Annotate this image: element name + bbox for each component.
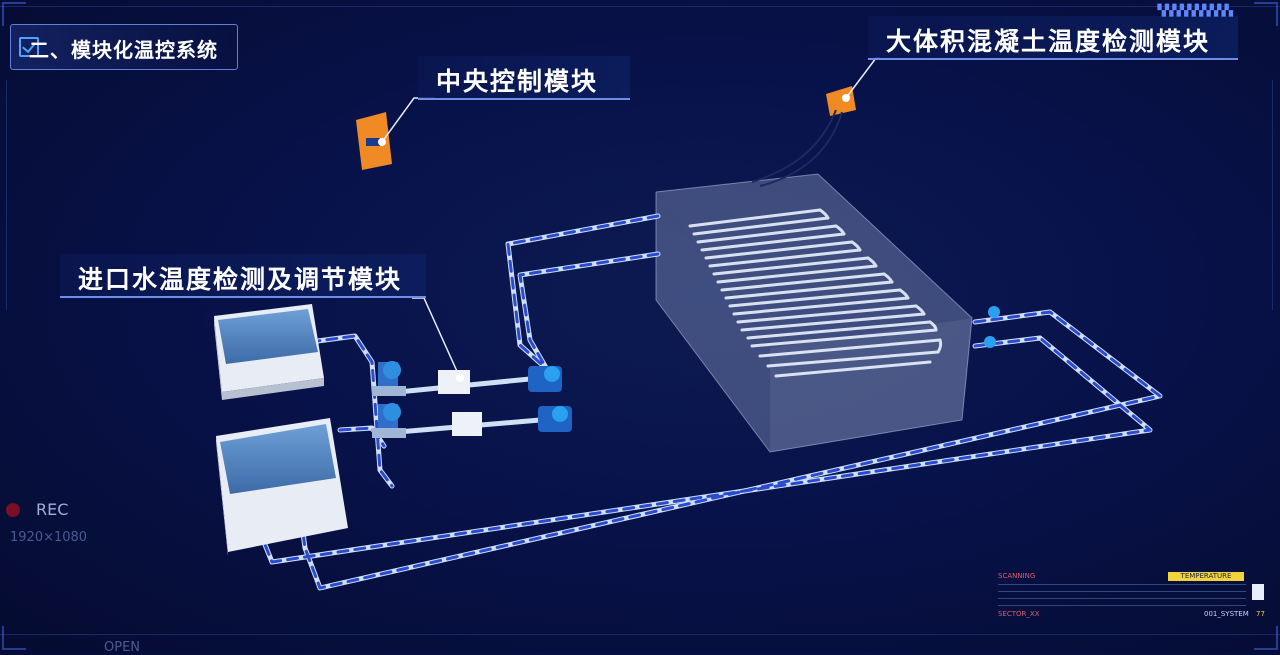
hud-bottom-line	[0, 634, 1280, 635]
hud-corner-br	[1254, 626, 1278, 650]
open-label: OPEN	[104, 640, 141, 655]
hud-top-line	[0, 6, 1280, 7]
central-control-box	[356, 112, 392, 170]
system-number: 77	[1256, 610, 1265, 618]
record-dot-icon	[6, 503, 20, 517]
section-title-box: 二、模块化温控系统	[10, 24, 238, 70]
cooling-coil	[688, 208, 943, 378]
label-concrete-detection-text: 大体积混凝土温度检测模块	[886, 27, 1211, 56]
pipe-network	[245, 213, 1163, 591]
concrete-sensor-box	[751, 86, 856, 187]
rec-resolution: 1920×1080	[10, 530, 88, 545]
sector-label: SECTOR_XX	[998, 610, 1040, 618]
label-inlet-water-text: 进口水温度检测及调节模块	[78, 265, 403, 294]
panel-divider	[998, 605, 1246, 606]
equipment-group	[372, 361, 572, 438]
stripe-deco: ▚▚▚▚▚▚▚▚▚▚	[1157, 4, 1233, 17]
label-concrete-detection: ▚▚▚▚▚▚▚▚▚▚ 大体积混凝土温度检测模块	[868, 4, 1238, 60]
hud-corner-tl	[2, 2, 26, 26]
panel-divider	[998, 598, 1246, 599]
label-central-control: 中央控制模块	[418, 56, 630, 100]
status-panel: SCANNING TEMPERATURE SECTOR_XX 001_SYSTE…	[996, 572, 1272, 628]
water-tank-lower	[216, 418, 348, 556]
hud-right-line	[1272, 80, 1273, 310]
hud-left-line	[6, 80, 7, 310]
temperature-badge: TEMPERATURE	[1168, 572, 1244, 581]
panel-divider	[998, 584, 1246, 585]
scanning-label: SCANNING	[998, 572, 1036, 580]
system-label: 001_SYSTEM	[1204, 610, 1249, 618]
section-title: 二、模块化温控系统	[29, 38, 218, 62]
water-tank-upper	[214, 304, 324, 400]
label-central-control-text: 中央控制模块	[436, 67, 599, 96]
callout-dots	[378, 94, 850, 382]
panel-divider	[998, 591, 1246, 592]
outlet-sensors	[984, 306, 1000, 348]
document-icon	[1252, 584, 1264, 600]
label-inlet-water: 进口水温度检测及调节模块	[60, 254, 426, 298]
hud-corner-bl	[2, 626, 26, 650]
check-icon	[19, 37, 39, 57]
hud-corner-tr	[1254, 2, 1278, 26]
rec-label: REC	[36, 500, 69, 519]
